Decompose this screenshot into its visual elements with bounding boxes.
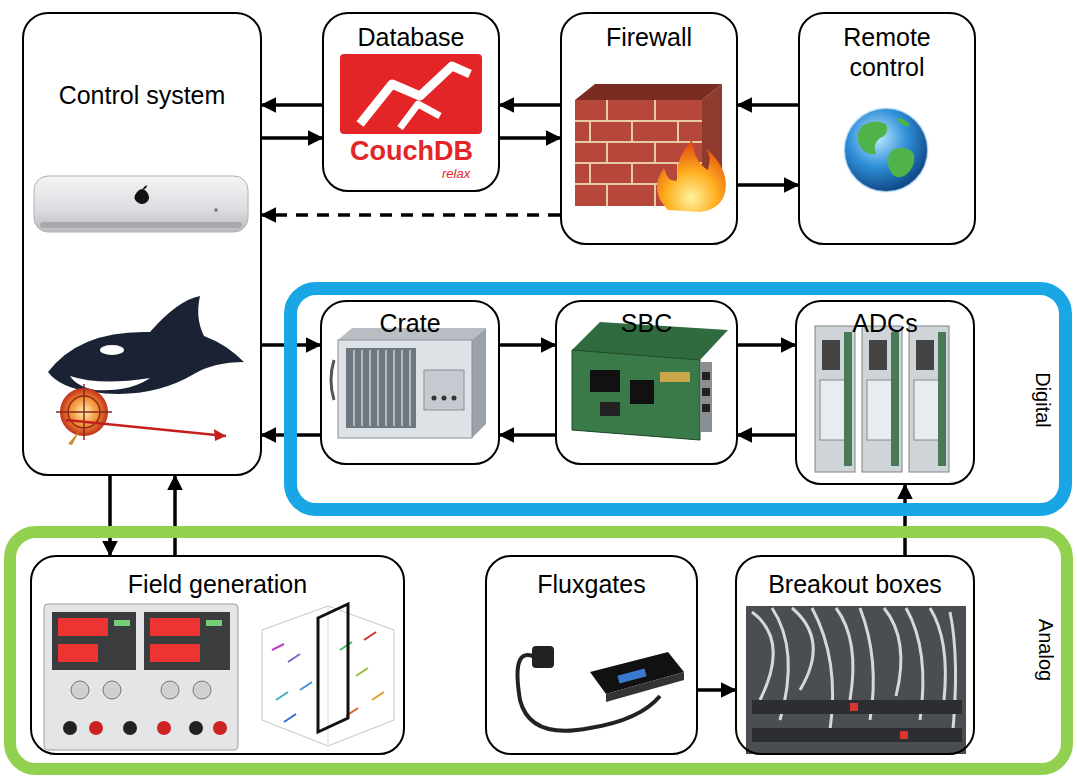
crate-box: Crate: [320, 300, 500, 465]
breakout-box: Breakout boxes: [735, 555, 975, 755]
field-box: Field generation: [30, 555, 405, 755]
flow-arrow: [500, 136, 560, 140]
breakout-boxes: [746, 606, 966, 754]
adc-cards: [815, 326, 949, 472]
remote-box: Remote control: [798, 12, 976, 245]
node-title: Control system: [59, 80, 226, 110]
flow-arrow: [738, 183, 798, 187]
node-title: Firewall: [606, 22, 692, 52]
analog-band: Analog Field generation Fluxgates Breakout …: [4, 526, 1073, 775]
digital-band: Digital Crate SBC ADCs: [284, 282, 1072, 516]
flow-arrow: [262, 136, 322, 140]
firewall-illustration: [575, 84, 726, 212]
node-title: ADCs: [852, 308, 917, 338]
flow-arrow: [500, 103, 560, 107]
flow-arrow: [698, 688, 735, 692]
node-title: Database: [357, 22, 464, 52]
logo-tagline: relax: [442, 166, 470, 181]
firewall-box: Firewall: [560, 12, 738, 245]
flow-arrow: [500, 343, 555, 347]
logo-wordmark: CouchDB: [350, 136, 473, 167]
fluxgate-sensor: [518, 646, 685, 731]
band-label: Digital: [1031, 372, 1054, 428]
globe-icon: [844, 108, 928, 192]
mac-mini: [34, 176, 248, 232]
orca-logo: [48, 296, 244, 445]
vme-crate: [331, 328, 486, 438]
flow-arrow: [738, 103, 798, 107]
flow-arrow: [108, 476, 112, 555]
fluxgate-box: Fluxgates: [485, 555, 698, 755]
flow-arrow: [262, 103, 322, 107]
flow-arrow: [738, 433, 795, 437]
node-title: Breakout boxes: [768, 569, 942, 599]
node-title: Field generation: [128, 569, 307, 599]
sbc-box: SBC: [555, 300, 738, 465]
field-plot: [262, 604, 394, 746]
control-box: Control system: [22, 12, 262, 476]
node-title: Fluxgates: [537, 569, 645, 599]
flow-arrow: [903, 485, 907, 555]
node-title: Remote control: [812, 22, 962, 82]
node-title: Crate: [379, 308, 440, 338]
power-supply: [44, 604, 238, 750]
flow-arrow: [173, 476, 177, 555]
node-title: SBC: [621, 308, 672, 338]
couchdb-logo: [340, 54, 482, 134]
band-label: Analog: [1034, 619, 1057, 681]
dashed-arrow: [262, 213, 560, 217]
sbc-board: [572, 322, 728, 440]
flow-arrow: [500, 433, 555, 437]
adc-box: ADCs: [795, 300, 975, 485]
flow-arrow: [738, 343, 795, 347]
